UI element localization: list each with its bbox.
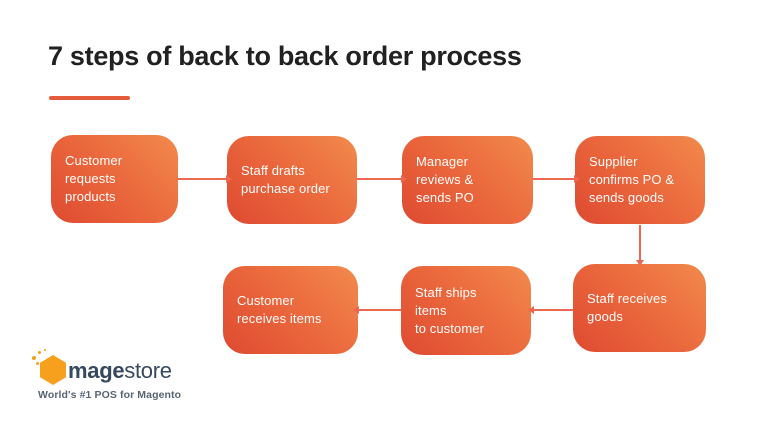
flow-step-1-customer-requests: Customer requests products — [51, 135, 178, 223]
flow-step-label: goods — [587, 309, 623, 324]
flow-step-label: Customer — [237, 293, 295, 308]
flow-step-3-manager-reviews: Manager reviews & sends PO — [402, 136, 533, 224]
flow-step-label: Manager — [416, 154, 469, 169]
flow-arrow-2-to-3-icon — [357, 178, 402, 180]
flow-step-4-supplier-confirms: Supplier confirms PO & sends goods — [575, 136, 705, 224]
title-accent-bar — [49, 96, 130, 100]
flow-arrow-1-to-2-icon — [178, 178, 227, 180]
logo-dot-icon — [36, 362, 39, 365]
logo-wordmark: magestore — [68, 359, 172, 383]
flow-step-2-staff-drafts-po: Staff drafts purchase order — [227, 136, 357, 224]
logo-wordmark-store: store — [124, 358, 172, 383]
flow-step-label: sends goods — [589, 190, 664, 205]
flow-step-label: to customer — [415, 320, 485, 336]
flow-step-label: confirms PO & — [589, 172, 675, 187]
flow-step-label: sends PO — [416, 190, 474, 205]
magestore-logo: magestore World's #1 POS for Magento — [30, 348, 230, 406]
flow-step-label: Customer — [65, 153, 123, 168]
flow-arrow-4-to-5-icon — [639, 225, 641, 261]
flow-step-label: products — [65, 189, 116, 204]
flow-step-label: items — [415, 302, 447, 318]
slide-title: 7 steps of back to back order process — [48, 41, 522, 71]
logo-tagline: World's #1 POS for Magento — [38, 389, 182, 401]
flow-arrow-3-to-4-icon — [533, 178, 575, 180]
flow-arrow-6-to-7-icon — [358, 309, 401, 311]
flow-step-label: reviews & — [416, 172, 474, 187]
magestore-hexagon-icon — [40, 355, 66, 385]
logo-dot-icon — [32, 356, 36, 360]
flow-step-label: receives items — [237, 311, 322, 326]
flow-step-label: Supplier — [589, 154, 638, 169]
logo-dot-icon — [38, 351, 41, 354]
flow-step-label: requests — [65, 171, 116, 186]
logo-wordmark-mage: mage — [68, 358, 125, 383]
logo-dot-icon — [44, 349, 46, 351]
flow-step-label: Staff drafts — [241, 163, 305, 178]
flow-step-7-customer-receives: Customer receives items — [223, 266, 358, 354]
flow-step-6-staff-ships: Staff ships items to customer — [401, 266, 531, 355]
flow-step-label: Staff receives — [587, 291, 667, 306]
flow-step-label: Staff ships — [415, 284, 477, 300]
flow-step-5-staff-receives: Staff receives goods — [573, 264, 706, 352]
flow-arrow-5-to-6-icon — [533, 309, 573, 311]
flow-step-label: purchase order — [241, 181, 330, 196]
